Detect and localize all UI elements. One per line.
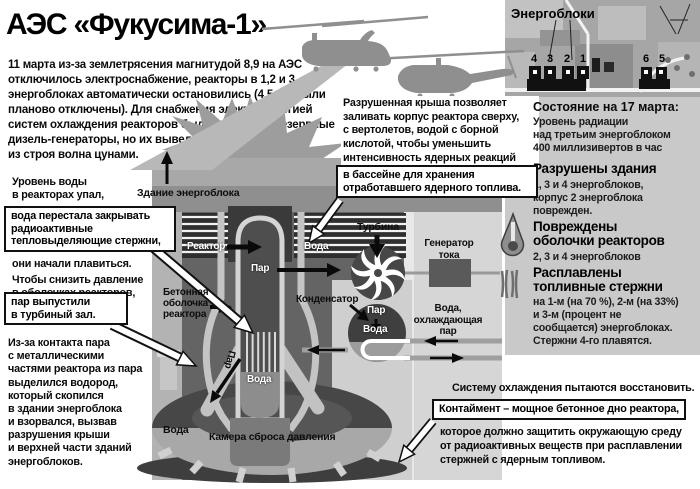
leader-arrow-fuel-rods bbox=[146, 241, 255, 335]
reactor-vessel bbox=[230, 215, 290, 466]
chinook-helicopter bbox=[261, 15, 429, 72]
leader-arrows bbox=[109, 197, 437, 464]
label-turbine: Турбина bbox=[357, 221, 399, 233]
label-concrete-shell: Бетонная оболочка реактора bbox=[163, 287, 209, 321]
label-pool-water: Вода bbox=[304, 241, 329, 252]
note-water-level: Уровень воды в реакторах упал, bbox=[12, 176, 104, 202]
note-roof-helicopters: Разрушенная крыша позволяет заливать кор… bbox=[341, 96, 539, 167]
status-melted-heading: Расплавлены топливные стержни bbox=[533, 265, 663, 295]
fuel-rods-icon bbox=[500, 269, 519, 299]
page-title: АЭС «Фукусима-1» bbox=[6, 8, 267, 41]
status-radiation: Уровень радиации над третьим энергоблоко… bbox=[533, 116, 671, 154]
callout-water-uncovered: вода перестала закрывать радиоактивные т… bbox=[4, 206, 176, 253]
callout-spent-fuel-pool: в бассейне для хранения отработавшего яд… bbox=[336, 165, 538, 199]
label-reactor: Реактор bbox=[187, 241, 226, 252]
label-steam-main: Пар bbox=[251, 263, 270, 274]
map-unit-number-5: 5 bbox=[659, 53, 666, 65]
note-hydrogen-explosion: Из-за контакта пара с металлическими час… bbox=[8, 337, 143, 468]
label-generator: Генератор тока bbox=[424, 238, 474, 261]
label-condenser-water: Вода bbox=[363, 324, 388, 335]
leader-arrow-steam-release bbox=[109, 320, 198, 367]
callout-steam-vented: пар выпустили в турбиный зал. bbox=[4, 292, 128, 326]
label-cooling-water: Вода, охлаждающая пар bbox=[413, 303, 483, 337]
helicopter bbox=[373, 49, 525, 99]
label-condenser: Конденсатор bbox=[296, 294, 359, 305]
status-melted-text: на 1-м (на 70 %), 2-м (на 33%) и 3-м (пр… bbox=[533, 296, 679, 347]
label-condenser-steam: Пар bbox=[367, 305, 386, 316]
leader-arrow-containment bbox=[397, 418, 437, 464]
map-unit-number-2: 2 bbox=[564, 53, 571, 65]
label-vessel-water: Вода bbox=[247, 374, 272, 385]
turbine bbox=[351, 246, 500, 300]
containment-shell bbox=[202, 212, 320, 433]
map-unit-number-3: 3 bbox=[547, 53, 554, 65]
map-unit-number-4: 4 bbox=[531, 53, 538, 65]
status-damaged-text: 2, 3 и 4 энергоблоков bbox=[533, 251, 641, 263]
map-title: Энергоблоки bbox=[511, 6, 595, 21]
status-destroyed-heading: Разрушены здания bbox=[533, 161, 657, 176]
map-unit-number-1: 1 bbox=[580, 53, 587, 65]
site-map bbox=[505, 0, 700, 97]
note-rods-melting: они начали плавиться. bbox=[12, 258, 132, 270]
callout-containment: Контаймент – мощное бетонное дно реактор… bbox=[432, 399, 686, 420]
thermometer-icon bbox=[500, 211, 525, 257]
status-heading: Состояние на 17 марта: bbox=[533, 100, 679, 114]
map-unit-number-6: 6 bbox=[643, 53, 650, 65]
note-containment-text: которое должно защитить окружающую среду… bbox=[440, 426, 682, 466]
status-destroyed-text: 1, 3 и 4 энергоблоков, корпус 2 энергобл… bbox=[533, 179, 644, 217]
fuel-rods bbox=[246, 332, 276, 372]
status-damaged-heading: Повреждены оболочки реакторов bbox=[533, 219, 665, 249]
note-cooling-system: Систему охлаждения пытаются восстановить… bbox=[452, 382, 695, 394]
label-torus-water: Вода bbox=[163, 424, 189, 436]
generator-box bbox=[429, 259, 471, 287]
label-suppression-chamber: Камера сброса давления bbox=[209, 431, 336, 443]
water-spray-cone bbox=[130, 60, 348, 170]
label-building: Здание энергоблока bbox=[137, 187, 240, 199]
leader-arrow-spent-fuel-pool bbox=[307, 197, 344, 245]
